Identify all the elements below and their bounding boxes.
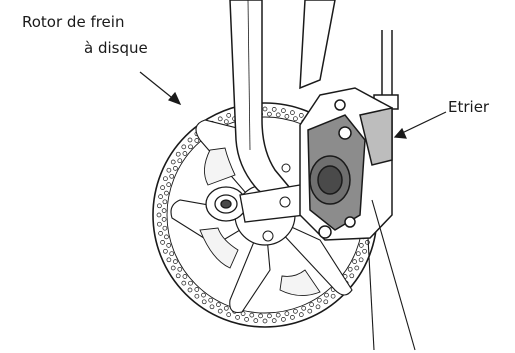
rotor-leader <box>140 72 180 104</box>
rotor-hole <box>272 107 276 111</box>
rotor-hole <box>272 319 276 323</box>
rotor-hole <box>163 249 167 253</box>
rotor-hole <box>159 231 163 235</box>
rotor-hole <box>293 117 297 121</box>
rotor-hole <box>182 145 186 149</box>
rotor-hole <box>176 152 180 156</box>
rotor-hole <box>348 267 352 271</box>
rotor-hole <box>183 275 187 279</box>
rotor-hole <box>161 186 165 190</box>
rotor-hole <box>324 300 328 304</box>
rotor-hole <box>183 152 187 156</box>
rotor-hole <box>350 274 354 278</box>
rotor-hole <box>299 313 303 317</box>
rotor-hole <box>353 260 357 264</box>
rotor-hole <box>173 166 177 170</box>
rotor-hole <box>164 235 168 239</box>
rotor-hole <box>167 258 171 262</box>
rotor-hole <box>163 226 167 230</box>
rotor-hole <box>236 315 240 319</box>
rotor-hole <box>356 252 360 256</box>
rotor-hole <box>159 195 163 199</box>
rotor-hole <box>161 240 165 244</box>
rotor-hole <box>195 294 199 298</box>
rotor-hole <box>171 266 175 270</box>
rotor-hole <box>224 120 228 124</box>
rotor-hole <box>302 306 306 310</box>
rotor-hole <box>259 314 263 318</box>
rotor-hole <box>281 317 285 321</box>
rotor-hole <box>308 309 312 313</box>
rotor-hole <box>210 305 214 309</box>
rotor-hole <box>263 107 267 111</box>
rotor-hole <box>170 174 174 178</box>
rotor-hole <box>267 314 271 318</box>
rotor-hole <box>195 288 199 292</box>
rotor-hole <box>202 300 206 304</box>
rotor-hole <box>157 213 161 217</box>
rotor-hole <box>299 113 303 117</box>
rotor-hole <box>254 319 258 323</box>
rotor-hole <box>189 281 193 285</box>
rotor-hole <box>227 113 231 117</box>
rotor-hole <box>290 111 294 115</box>
rotor-hole <box>317 298 321 302</box>
rotor-hole <box>167 183 171 187</box>
rotor-hole <box>202 293 206 297</box>
rotor-hole <box>316 305 320 309</box>
rotor-hole <box>209 298 213 302</box>
rotor-hole <box>227 313 231 317</box>
rotor-hole <box>195 139 199 143</box>
rotor-hole <box>285 312 289 316</box>
rotor-hole <box>290 315 294 319</box>
rotor-hole <box>331 294 335 298</box>
rotor-hole <box>176 274 180 278</box>
rotor-hole <box>157 204 161 208</box>
rotor-hole <box>157 222 161 226</box>
rotor-hole <box>171 160 175 164</box>
rotor-hole <box>178 159 182 163</box>
rotor-hole <box>167 243 171 247</box>
rotor-hole <box>310 303 314 307</box>
brake-hose <box>374 30 398 109</box>
rotor-hole <box>276 313 280 317</box>
rotor-hole <box>285 114 289 118</box>
rotor-hole <box>263 319 267 323</box>
rotor-hole <box>163 177 167 181</box>
rotor-hole <box>182 281 186 285</box>
rotor-hole <box>164 191 168 195</box>
rotor-hole <box>355 266 359 270</box>
rotor-hole <box>224 306 228 310</box>
rotor-hole <box>162 217 166 221</box>
rotor-hole <box>293 309 297 313</box>
caliper-label: Etrier <box>448 98 489 116</box>
rotor-hole <box>178 267 182 271</box>
rotor-hole <box>218 309 222 313</box>
brake-caliper <box>300 88 392 240</box>
rotor-hole <box>250 313 254 317</box>
rotor-hole <box>359 243 363 247</box>
rotor-hole <box>218 117 222 121</box>
rotor-hole <box>245 317 249 321</box>
rotor-hole <box>170 252 174 256</box>
rotor-hole <box>163 200 167 204</box>
rotor-hole <box>167 168 171 172</box>
rotor-label-line1: Rotor de frein <box>22 13 124 31</box>
rotor-hole <box>267 112 271 116</box>
rotor-hole <box>188 138 192 142</box>
rotor-hole <box>216 303 220 307</box>
rotor-hole <box>162 209 166 213</box>
rotor-hole <box>325 293 329 297</box>
rotor-label-line2: à disque <box>84 39 148 57</box>
rotor-hole <box>363 249 367 253</box>
caliper-leader <box>395 112 446 138</box>
rotor-hole <box>276 113 280 117</box>
rotor-hole <box>281 109 285 113</box>
rotor-hole <box>359 258 363 262</box>
rotor-hole <box>189 145 193 149</box>
rotor-hole <box>173 260 177 264</box>
rotor-hole <box>188 288 192 292</box>
